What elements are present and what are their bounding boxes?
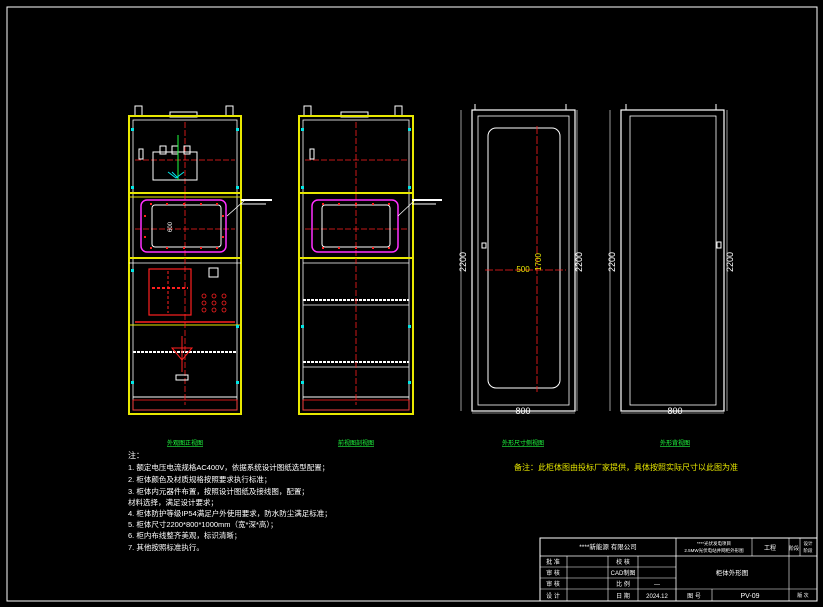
row-mid-label: 校 核 — [616, 558, 630, 566]
drawing-no-label: 图 号 — [687, 593, 701, 600]
view-title-front-door: 前视图剖视图 — [338, 439, 374, 447]
row-label: 设 计 — [546, 592, 560, 600]
row-mid-label: CAD制图 — [611, 569, 636, 577]
view-front-door: 前视图剖视图 — [298, 105, 442, 447]
project-line2: 2.5MW光伏电站并网柜外形图 — [684, 547, 744, 554]
row-label: 批 准 — [546, 558, 560, 566]
drawing-no: PV-09 — [740, 593, 759, 600]
rev-label: 版 次 — [797, 592, 808, 599]
row-mid-label: 日 期 — [616, 592, 630, 600]
view-title-front-cutaway: 外观图正视图 — [167, 439, 203, 447]
side-height-left: 2200 — [458, 252, 468, 272]
note-line: 材料选择，满足设计要求； — [128, 497, 218, 507]
note-line: 5. 柜体尺寸2200*800*1000mm（宽*深*高）； — [128, 519, 278, 529]
note-line: 3. 柜体内元器件布置，按照设计图纸及接线图，配置； — [128, 486, 309, 496]
inner-dim-label: 600 — [168, 221, 174, 232]
notes-heading: 注： — [128, 450, 144, 460]
view-side: 2200 2200 800 500 1700 外形尺寸侧视图 — [458, 104, 584, 447]
title-block: ****新能源 有限公司 ****光伏发电项目 2.5MW光伏电站并网柜外形图 … — [539, 537, 818, 602]
company-name: ****新能源 有限公司 — [579, 542, 636, 551]
sheet-label-a: 设计 — [804, 540, 813, 547]
sheet-border — [6, 6, 818, 602]
row-mid-value: 2024.12 — [646, 594, 668, 600]
back-height-right: 2200 — [725, 252, 735, 272]
row-label: 审 核 — [546, 569, 560, 577]
back-height-left: 2200 — [607, 252, 617, 272]
row-mid-value: — — [654, 582, 660, 588]
view-title-back: 外形背视图 — [660, 439, 690, 447]
row-label: 审 核 — [546, 580, 560, 588]
note-line: 6. 柜内布线整齐美观，标识清晰； — [128, 530, 241, 540]
side-width: 800 — [515, 406, 530, 416]
stage-label: 工程 — [764, 544, 776, 552]
note-line: 4. 柜体防护等级IP54满足户外使用要求，防水防尘满足标准； — [128, 508, 332, 518]
window-height: 1700 — [534, 253, 543, 271]
view-back: 2200 2200 800 外形背视图 — [607, 104, 735, 447]
sheet-label-b: 阶段 — [804, 547, 813, 554]
note-line: 2. 柜体颜色及材质规格按照要求执行标准； — [128, 474, 271, 484]
remark-note: 备注：此柜体图由投标厂家提供，具体按照实际尺寸以此图为准 — [514, 462, 738, 472]
note-line: 7. 其他按照标准执行。 — [128, 542, 204, 552]
back-width: 800 — [667, 406, 682, 416]
row-mid-label: 比 例 — [616, 580, 630, 588]
window-width: 500 — [516, 265, 530, 274]
drawing-name: 柜体外形图 — [716, 568, 749, 577]
side-height-right: 2200 — [574, 252, 584, 272]
notes-block: 注： 1. 额定电压电流规格AC400V，依据系统设计图纸选型配置； 2. 柜体… — [128, 450, 332, 552]
stage-value: 阶段 — [789, 545, 799, 552]
note-line: 1. 额定电压电流规格AC400V，依据系统设计图纸选型配置； — [128, 462, 329, 472]
view-title-side: 外形尺寸侧视图 — [502, 439, 544, 447]
view-front-cutaway: 600 外观图正视图 — [128, 105, 272, 447]
project-line1: ****光伏发电项目 — [697, 540, 731, 547]
